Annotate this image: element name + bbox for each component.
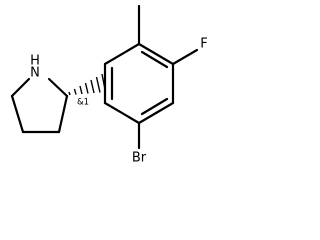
hashed-wedge-bond <box>68 73 107 96</box>
ring-bond-c2-c3 <box>57 94 69 134</box>
bromine-label: Br <box>132 151 147 166</box>
ring-bond-1 <box>103 42 141 66</box>
molecule-structure: F Br H N &1 <box>10 4 208 166</box>
ring-bond-2 <box>137 42 175 66</box>
nitrogen-label: H N <box>30 54 40 81</box>
stereo-descriptor-label: &1 <box>77 98 89 108</box>
nitrogen-hydrogen-label: H <box>30 54 40 69</box>
nitrogen-symbol-label: N <box>30 66 40 81</box>
benzene-ring <box>103 42 175 125</box>
ring-bond-4 <box>137 101 175 125</box>
ring-bond-c5-n <box>10 77 31 98</box>
c-f-bond <box>171 48 199 66</box>
ring-bond-5 <box>103 101 141 125</box>
ring-bond-2-inner <box>140 50 169 69</box>
pyrrolidine-ring <box>10 77 69 134</box>
fluorine-label: F <box>200 37 207 52</box>
ring-bond-n-c2 <box>47 77 69 98</box>
ring-bond-c4-c5 <box>10 94 25 134</box>
ring-bond-4-inner <box>140 97 169 116</box>
